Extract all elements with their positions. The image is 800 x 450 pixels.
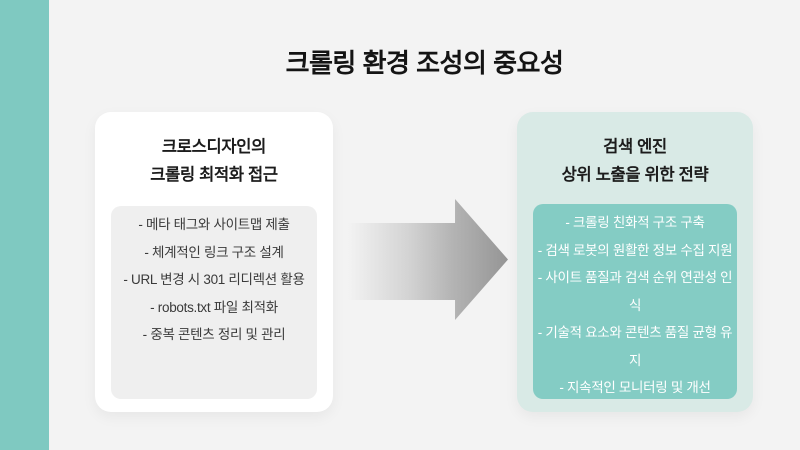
list-item: - URL 변경 시 301 리디렉션 활용 xyxy=(123,272,305,287)
list-item: - 체계적인 링크 구조 설계 xyxy=(144,244,284,260)
list-item: - 사이트 품질과 검색 순위 연관성 인식 xyxy=(537,270,733,313)
right-card-heading-line1: 검색 엔진 xyxy=(603,138,667,156)
list-item: - 크롤링 친화적 구조 구축 xyxy=(565,215,705,230)
list-item: - robots.txt 파일 최적화 xyxy=(150,299,278,315)
right-card-search-strategy: 검색 엔진 상위 노출을 위한 전략 - 크롤링 친화적 구조 구축 - 검색 … xyxy=(517,112,753,412)
right-card-heading-line2: 상위 노출을 위한 전략 xyxy=(561,166,709,184)
list-item: - 중복 콘텐츠 정리 및 관리 xyxy=(142,327,286,342)
left-card-crawling-optimization: 크로스디자인의 크롤링 최적화 접근 - 메타 태그와 사이트맵 제출 - 체계… xyxy=(95,112,333,412)
right-card-heading: 검색 엔진 상위 노출을 위한 전략 xyxy=(517,133,753,189)
left-card-list: - 메타 태그와 사이트맵 제출 - 체계적인 링크 구조 설계 - URL 변… xyxy=(111,206,317,399)
list-item: - 검색 로봇의 원활한 정보 수집 지원 xyxy=(537,242,733,258)
left-card-heading-line1: 크로스디자인의 xyxy=(161,138,267,156)
left-card-heading: 크로스디자인의 크롤링 최적화 접근 xyxy=(95,133,333,189)
page-title: 크롤링 환경 조성의 중요성 xyxy=(285,48,564,78)
list-item: - 기술적 요소와 콘텐츠 품질 균형 유지 xyxy=(537,325,733,368)
left-card-heading-line2: 크롤링 최적화 접근 xyxy=(150,166,278,184)
arrow-right-icon xyxy=(348,199,508,320)
list-item: - 메타 태그와 사이트맵 제출 xyxy=(138,217,290,232)
right-card-list: - 크롤링 친화적 구조 구축 - 검색 로봇의 원활한 정보 수집 지원 - … xyxy=(533,204,737,399)
list-item: - 지속적인 모니터링 및 개선 xyxy=(559,380,711,395)
accent-sidebar xyxy=(0,0,49,450)
